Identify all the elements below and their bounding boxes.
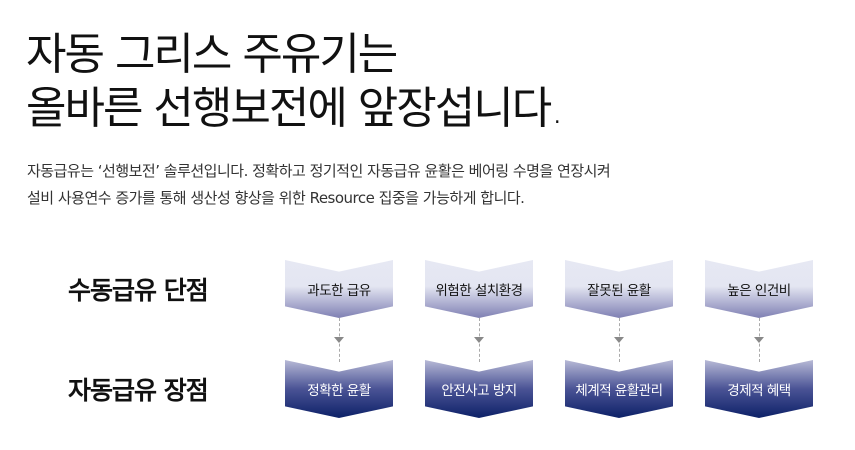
description: 자동급유는 ‘선행보전’ 솔루션입니다. 정확하고 정기적인 자동급유 윤활은 … — [27, 158, 611, 212]
arrow-down-icon — [334, 337, 344, 343]
title-line-1: 자동 그리스 주유기는 — [26, 29, 398, 80]
arrow-down-icon — [614, 337, 624, 343]
benefit-chevron: 경제적 혜택 — [705, 360, 813, 418]
drawback-chevron: 위험한 설치환경 — [425, 260, 533, 318]
drawback-chevron: 잘못된 윤활 — [565, 260, 673, 318]
description-line-1: 자동급유는 ‘선행보전’ 솔루션입니다. 정확하고 정기적인 자동급유 윤활은 … — [27, 162, 611, 180]
arrow-down-icon — [474, 337, 484, 343]
title-line-2: 올바른 선행보전에 앞장섭니다. — [26, 83, 564, 134]
manual-lubrication-drawbacks-label: 수동급유 단점 — [68, 276, 209, 305]
drawback-chevron: 과도한 급유 — [285, 260, 393, 318]
benefit-chevron: 체계적 윤활관리 — [565, 360, 673, 418]
auto-lubrication-benefits-label: 자동급유 장점 — [68, 376, 209, 405]
benefit-chevron: 정확한 윤활 — [285, 360, 393, 418]
description-line-2: 설비 사용연수 증가를 통해 생산성 향상을 위한 Resource 집중을 가… — [27, 189, 525, 207]
arrow-down-icon — [754, 337, 764, 343]
benefit-chevron: 안전사고 방지 — [425, 360, 533, 418]
drawback-chevron: 높은 인건비 — [705, 260, 813, 318]
